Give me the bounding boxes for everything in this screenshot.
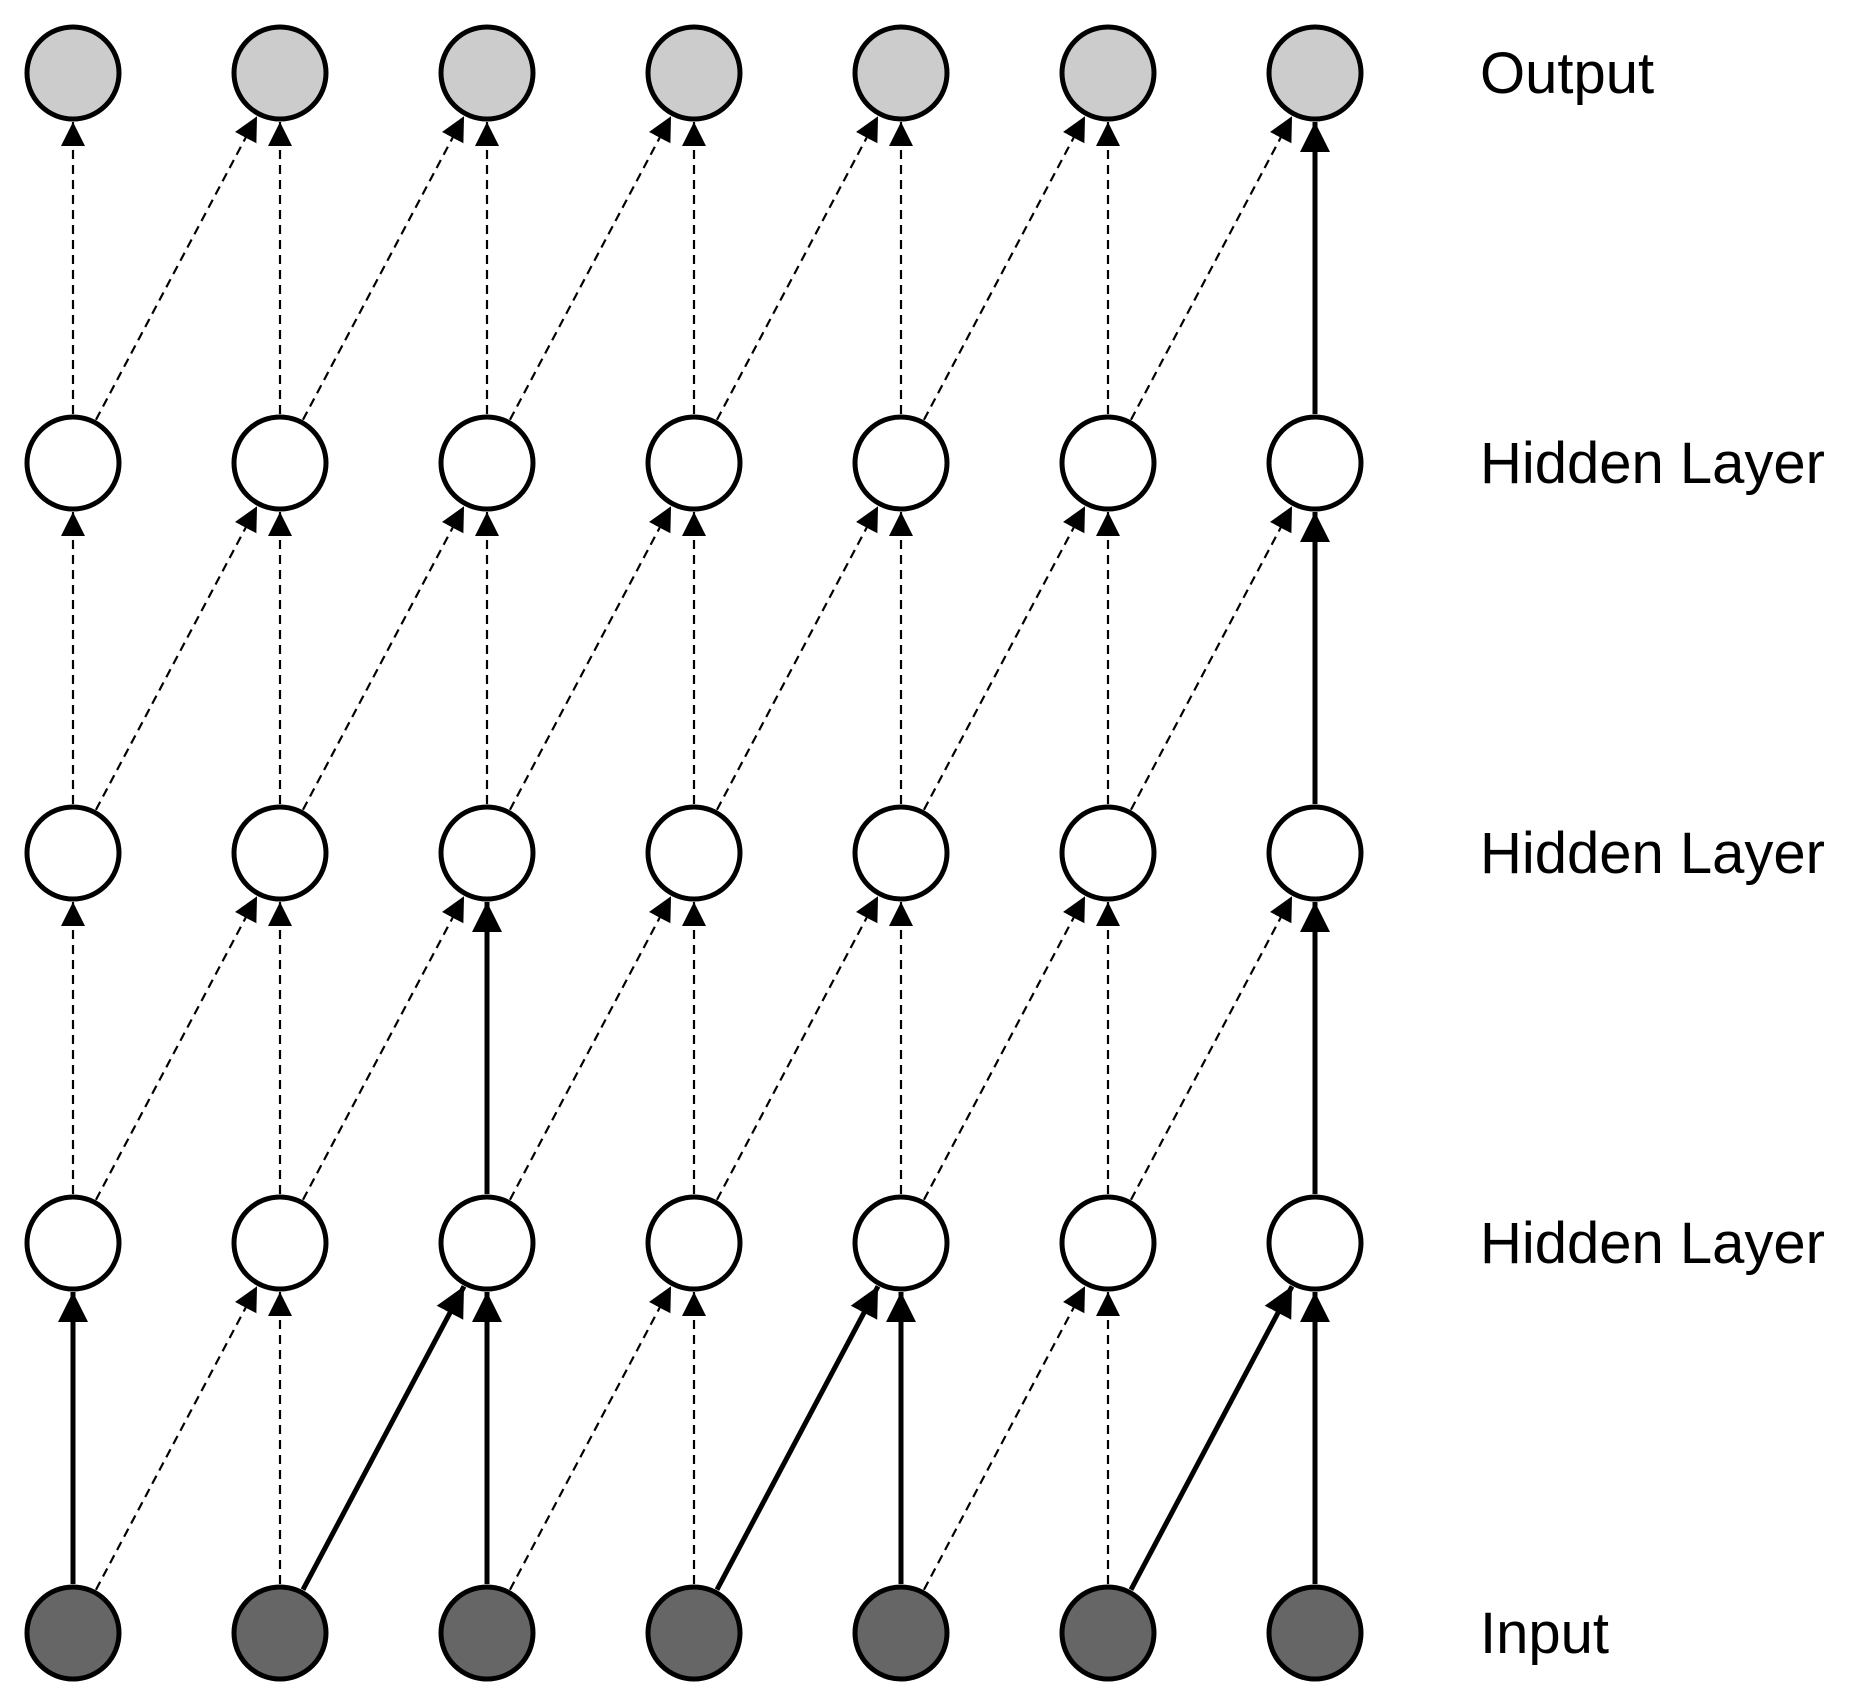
hidden1-node xyxy=(1059,1194,1157,1292)
edge-diagonal xyxy=(716,505,879,811)
edge-diagonal xyxy=(509,115,672,421)
edge-diagonal xyxy=(302,115,465,421)
edge-diagonal xyxy=(923,895,1086,1201)
hidden2-node xyxy=(852,804,950,902)
hidden2-node xyxy=(24,804,122,902)
hidden2-node xyxy=(438,804,536,902)
hidden2-node xyxy=(231,804,329,902)
edge-diagonal xyxy=(302,505,465,811)
edge-diagonal xyxy=(923,115,1086,421)
hidden2-node xyxy=(1059,804,1157,902)
hidden1-node xyxy=(231,1194,329,1292)
edge-diagonal xyxy=(1130,115,1293,421)
hidden3-node xyxy=(231,414,329,512)
hidden3-node xyxy=(1059,414,1157,512)
hidden3-node xyxy=(24,414,122,512)
output-node xyxy=(1059,24,1157,122)
nodes xyxy=(24,24,1364,1682)
hidden3-node xyxy=(438,414,536,512)
input-node xyxy=(24,1584,122,1682)
input-node xyxy=(231,1584,329,1682)
output-layer-label: Output xyxy=(1480,41,1654,106)
hidden3-node xyxy=(852,414,950,512)
input-node xyxy=(1266,1584,1364,1682)
edge-diagonal xyxy=(302,895,465,1201)
hidden2-layer-label: Hidden Layer xyxy=(1480,821,1825,886)
edge-diagonal xyxy=(300,1285,467,1591)
output-node xyxy=(645,24,743,122)
hidden3-node xyxy=(1266,414,1364,512)
hidden1-node xyxy=(645,1194,743,1292)
edge-diagonal xyxy=(509,505,672,811)
edge-diagonal xyxy=(714,1285,881,1591)
edge-diagonal xyxy=(95,1285,258,1591)
input-node xyxy=(852,1584,950,1682)
edge-diagonal xyxy=(716,895,879,1201)
edge-diagonal xyxy=(1130,505,1293,811)
hidden1-node xyxy=(852,1194,950,1292)
hidden2-node xyxy=(1266,804,1364,902)
edge-diagonal xyxy=(1130,895,1293,1201)
edge-diagonal xyxy=(716,115,879,421)
edge-diagonal xyxy=(923,1285,1086,1591)
edges xyxy=(58,115,1330,1591)
edge-diagonal xyxy=(923,505,1086,811)
edge-diagonal xyxy=(95,895,258,1201)
output-node xyxy=(24,24,122,122)
edge-diagonal xyxy=(509,1285,672,1591)
input-layer-label: Input xyxy=(1480,1601,1609,1666)
output-node xyxy=(852,24,950,122)
input-node xyxy=(645,1584,743,1682)
output-node xyxy=(231,24,329,122)
input-node xyxy=(438,1584,536,1682)
hidden3-layer-label: Hidden Layer xyxy=(1480,431,1825,496)
hidden1-node xyxy=(1266,1194,1364,1292)
edge-diagonal xyxy=(95,505,258,811)
edge-diagonal xyxy=(1128,1285,1295,1591)
edge-diagonal xyxy=(95,115,258,421)
input-node xyxy=(1059,1584,1157,1682)
output-node xyxy=(1266,24,1364,122)
output-node xyxy=(438,24,536,122)
hidden1-node xyxy=(438,1194,536,1292)
hidden2-node xyxy=(645,804,743,902)
hidden1-node xyxy=(24,1194,122,1292)
hidden1-layer-label: Hidden Layer xyxy=(1480,1211,1825,1276)
hidden3-node xyxy=(645,414,743,512)
edge-diagonal xyxy=(509,895,672,1201)
